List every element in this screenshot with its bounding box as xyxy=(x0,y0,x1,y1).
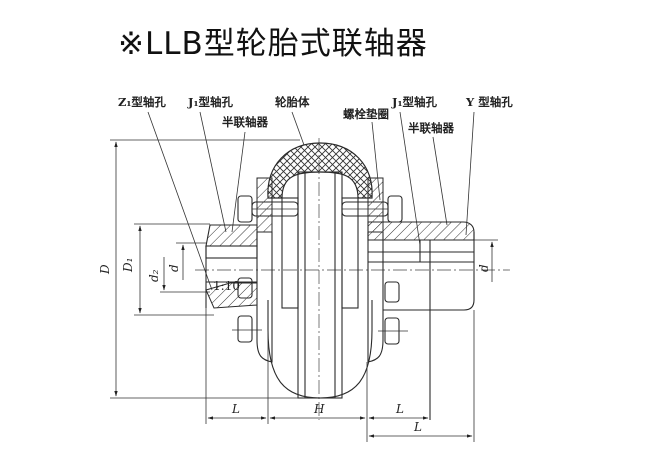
left-clamp-ring xyxy=(256,177,273,233)
leader-lines xyxy=(147,111,475,291)
label-half-coupling-left: 半联轴器 xyxy=(222,115,268,129)
dim-L-left: L xyxy=(231,402,240,416)
label-y-bore: Y 型轴孔 xyxy=(465,95,513,109)
diagram-title: ※LLB型轮胎式联轴器 xyxy=(118,26,428,62)
tire-body xyxy=(267,142,373,199)
dim-d-right: d xyxy=(477,264,491,272)
label-z1-bore: Z₁型轴孔 xyxy=(118,95,166,109)
left-hub xyxy=(205,224,258,247)
left-taper xyxy=(205,282,258,309)
right-hub xyxy=(367,221,475,241)
center-plates xyxy=(281,171,359,399)
left-bore-top xyxy=(205,245,258,259)
label-half-coupling-right: 半联轴器 xyxy=(408,121,454,135)
right-bore xyxy=(368,232,475,311)
bolt-top-right xyxy=(341,195,403,223)
tire-lower xyxy=(267,300,373,399)
dim-D: D xyxy=(98,264,112,275)
right-flange xyxy=(367,232,384,363)
dim-L-right-short: L xyxy=(395,402,404,416)
label-j1-bore-left: J₁型轴孔 xyxy=(187,95,233,109)
dim-L-right-long: L xyxy=(413,420,422,434)
label-bolt-washer: 螺栓垫圈 xyxy=(343,107,389,121)
label-j1-bore-right: J₁型轴孔 xyxy=(391,95,437,109)
left-bore xyxy=(205,246,257,308)
dim-H: H xyxy=(313,402,325,416)
bolt-top-left xyxy=(237,195,299,223)
taper-ratio: 1:10 xyxy=(213,279,240,293)
dim-d2: d₂ xyxy=(147,269,161,282)
dim-d-left: d xyxy=(167,264,181,272)
label-tire-body: 轮胎体 xyxy=(275,95,310,109)
left-flange xyxy=(256,232,273,363)
dim-D1: D₁ xyxy=(121,258,135,273)
